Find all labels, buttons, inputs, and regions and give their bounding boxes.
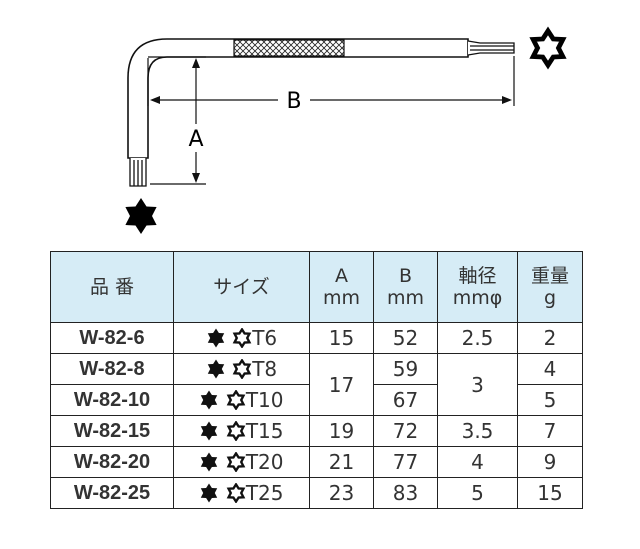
torx-solid-icon xyxy=(125,198,157,234)
cell-code: W-82-25 xyxy=(50,477,174,509)
cell-size: T6 xyxy=(173,322,310,354)
long-arm-tip xyxy=(467,40,515,56)
cell-code: W-82-20 xyxy=(50,446,174,478)
torx-outline-icon xyxy=(533,31,563,65)
dimension-a xyxy=(148,56,206,185)
cell-shaft: 5 xyxy=(437,477,518,509)
cell-code: W-82-15 xyxy=(50,415,174,447)
torx-solid-icon xyxy=(201,390,218,410)
torx-solid-icon xyxy=(207,359,225,379)
dimension-b xyxy=(147,56,515,106)
cell-weight: 15 xyxy=(517,477,583,509)
cell-b: 83 xyxy=(373,477,438,509)
short-arm-tip xyxy=(129,158,147,187)
cell-b: 67 xyxy=(373,384,438,416)
cell-size: T25 xyxy=(173,477,310,509)
table-row: W-82-20 T20 21 77 4 9 xyxy=(50,446,583,478)
torx-solid-icon xyxy=(201,483,218,503)
torx-outline-icon xyxy=(233,359,251,379)
cell-b: 77 xyxy=(373,446,438,478)
header-size: サイズ xyxy=(173,251,310,323)
cell-a: 21 xyxy=(309,446,374,478)
torx-solid-icon xyxy=(207,328,225,348)
cell-code: W-82-8 xyxy=(50,353,174,385)
cell-code: W-82-10 xyxy=(50,384,174,416)
dimension-a-label: A xyxy=(188,127,203,152)
dimension-b-label: B xyxy=(286,89,301,114)
header-code: 品 番 xyxy=(50,251,174,323)
cell-weight: 5 xyxy=(517,384,583,416)
table-row: W-82-8 T8 17 59 3 4 xyxy=(50,353,583,416)
cell-size: T20 xyxy=(173,446,310,478)
cell-size: T8 xyxy=(173,353,310,385)
table-row: W-82-25 T25 23 83 5 15 xyxy=(50,477,583,509)
hex-key-drawing: B A xyxy=(125,0,640,234)
torx-outline-icon xyxy=(233,328,251,348)
cell-a: 19 xyxy=(309,415,374,447)
torx-solid-icon xyxy=(201,421,218,441)
torx-solid-icon xyxy=(201,452,218,472)
cell-shaft: 4 xyxy=(437,446,518,478)
cell-a: 23 xyxy=(309,477,374,509)
table-row: W-82-15 T15 19 72 3.5 7 xyxy=(50,415,583,447)
cell-size: T10 xyxy=(173,384,310,416)
table-row: W-82-10 T10 67 5 xyxy=(50,384,583,416)
cell-a: 15 xyxy=(309,322,374,354)
cell-weight: 7 xyxy=(517,415,583,447)
cell-shaft: 3 xyxy=(437,353,518,416)
cell-b: 72 xyxy=(373,415,438,447)
table-row: W-82-6 T6 15 52 2.5 2 xyxy=(50,322,583,354)
torx-outline-icon xyxy=(227,390,245,410)
torx-outline-icon xyxy=(227,452,245,472)
cell-weight: 2 xyxy=(517,322,583,354)
cell-b: 59 xyxy=(373,353,438,385)
cell-code: W-82-6 xyxy=(50,322,174,354)
torx-outline-icon xyxy=(227,483,245,503)
cell-shaft: 2.5 xyxy=(437,322,518,354)
cell-size: T15 xyxy=(173,415,310,447)
knurled-grip xyxy=(233,39,345,57)
cell-b: 52 xyxy=(373,322,438,354)
torx-outline-icon xyxy=(227,421,245,441)
cell-a: 17 xyxy=(309,353,374,416)
cell-weight: 9 xyxy=(517,446,583,478)
cell-weight: 4 xyxy=(517,353,583,385)
cell-shaft: 3.5 xyxy=(437,415,518,447)
